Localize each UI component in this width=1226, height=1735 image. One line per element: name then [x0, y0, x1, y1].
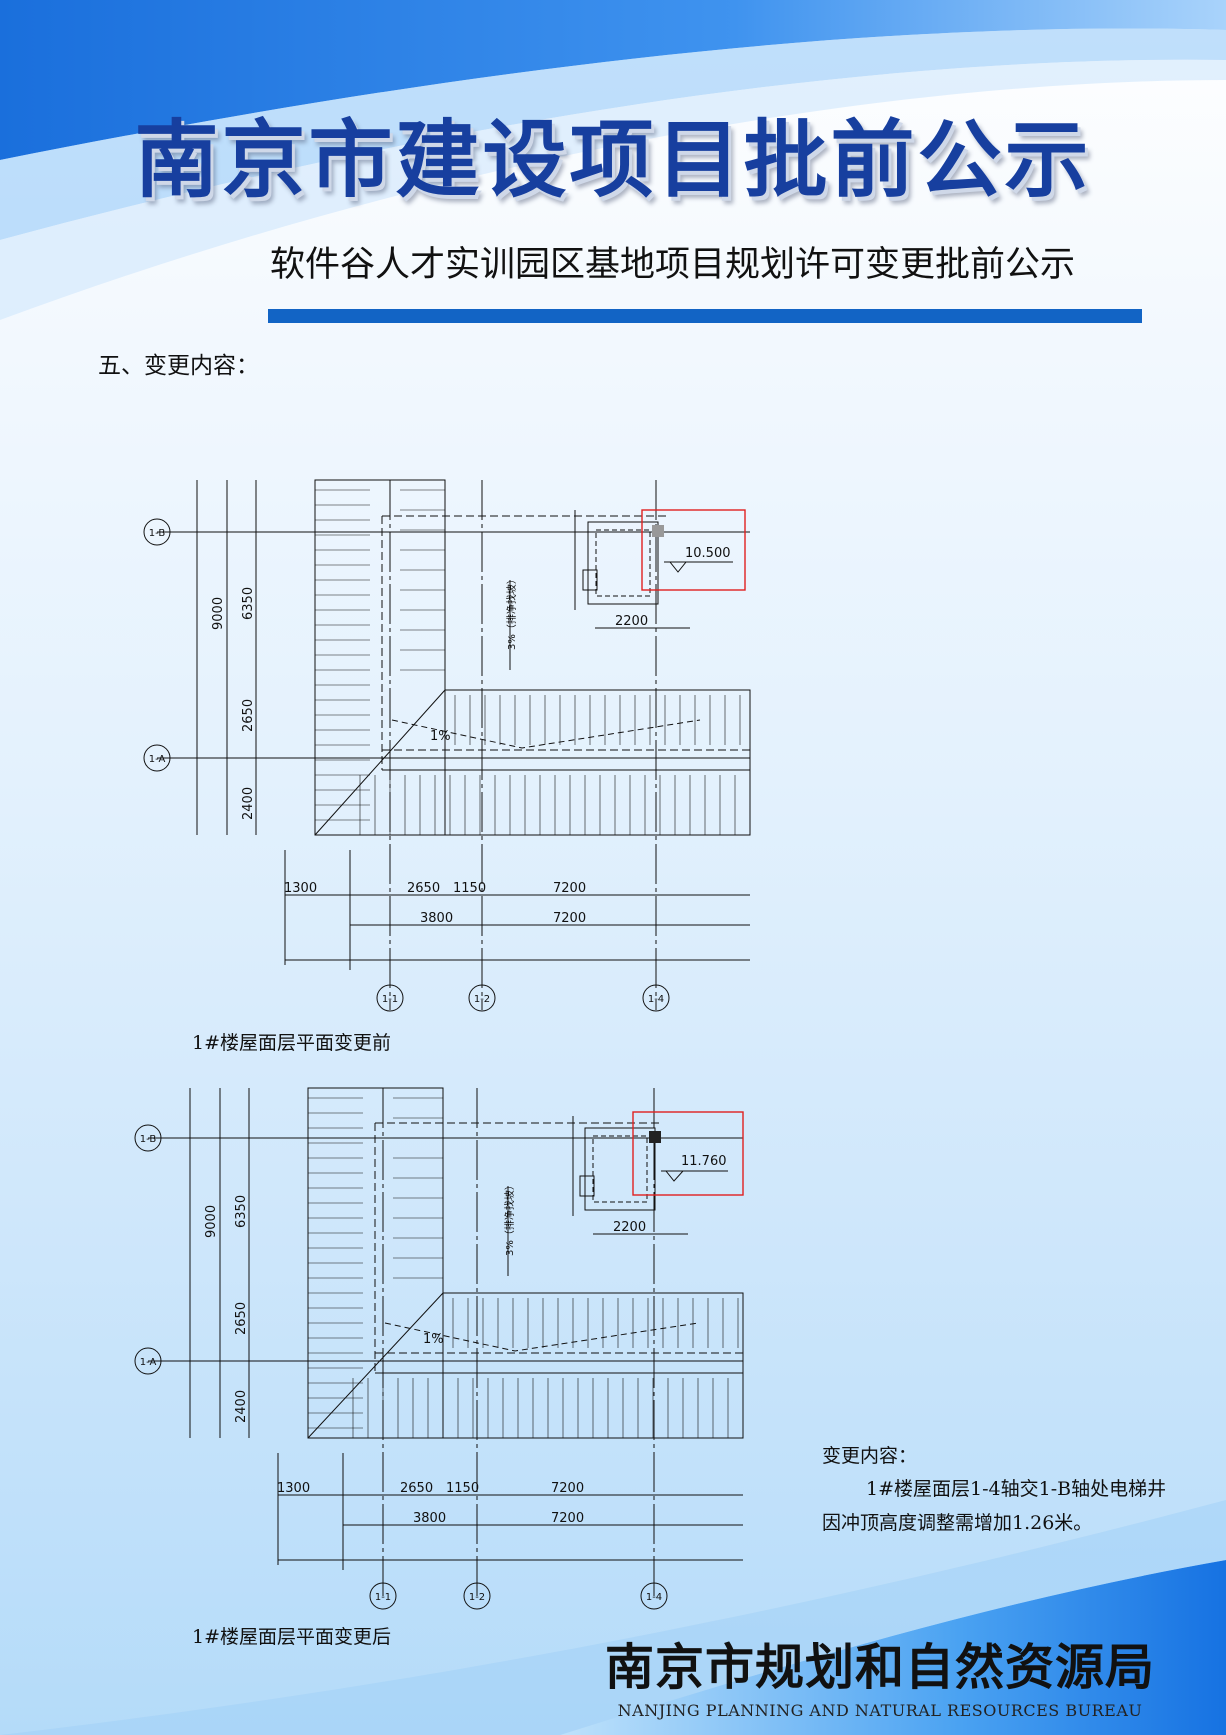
dim-label: 6350 — [234, 1195, 249, 1228]
shaft-marker — [649, 1131, 661, 1143]
dim-label: 9000 — [204, 1205, 219, 1238]
plan-before-caption: 1#楼屋面层平面变更前 — [192, 1032, 392, 1054]
axis-label: 1-4 — [648, 994, 664, 1005]
section-heading: 五、变更内容： — [98, 353, 259, 379]
slope-label: 3%（排净找坡） — [505, 574, 518, 650]
bureau-name: 南京市规划和自然资源局 — [604, 1638, 1155, 1696]
dim-label: 7200 — [551, 1511, 584, 1526]
plan-after-caption: 1#楼屋面层平面变更后 — [192, 1626, 392, 1648]
dim-label: 3800 — [413, 1511, 446, 1526]
axis-bubble-1-4 — [640, 1582, 668, 1610]
axis-bubble-1a — [143, 744, 171, 772]
dim-label: 2650 — [234, 1302, 249, 1335]
change-heading: 变更内容： — [822, 1445, 918, 1467]
elevation-before-value: 10.500 — [685, 546, 731, 561]
dim-label: 1150 — [446, 1481, 479, 1496]
title-underline-bar — [268, 309, 1142, 323]
axis-bubble-1b — [134, 1124, 162, 1152]
axis-bubble-1-2 — [463, 1582, 491, 1610]
dim-label: 1300 — [284, 881, 317, 896]
axis-label: 1-B — [149, 528, 166, 539]
dim-label: 2650 — [241, 699, 256, 732]
dim-label: 7200 — [551, 1481, 584, 1496]
elevation-highlight-box — [641, 509, 746, 591]
dim-label: 2400 — [241, 787, 256, 820]
elevation-highlight-box — [632, 1111, 744, 1196]
axis-label: 1-1 — [375, 1592, 391, 1603]
dim-label: 7200 — [553, 911, 586, 926]
axis-label: 1-1 — [382, 994, 398, 1005]
axis-label: 1-A — [140, 1357, 157, 1368]
page-subtitle: 软件谷人才实训园区基地项目规划许可变更批前公示 — [270, 245, 1076, 285]
bureau-name-english: NANJING PLANNING AND NATURAL RESOURCES B… — [617, 1701, 1143, 1720]
axis-label: 1-2 — [469, 1592, 485, 1603]
dim-label: 1150 — [453, 881, 486, 896]
dim-label: 2650 — [400, 1481, 433, 1496]
axis-label: 1-4 — [646, 1592, 662, 1603]
dim-label: 7200 — [553, 881, 586, 896]
elevation-after-value: 11.760 — [681, 1154, 727, 1169]
dim-label: 2400 — [234, 1390, 249, 1423]
dim-label: 3800 — [420, 911, 453, 926]
roof-plan-before-drawing: 1-B 1-A 1-1 1-2 1-4 9000 6350 2650 2400 … — [143, 479, 751, 1012]
page-title: 南京市建设项目批前公示 — [134, 110, 1092, 209]
axis-bubble-1-4 — [642, 984, 670, 1012]
change-description: 1#楼屋面层1-4轴交1-B轴处电梯井因冲顶高度调整需增加1.26米。 — [822, 1478, 1167, 1534]
axis-label: 1-B — [140, 1134, 157, 1145]
axis-bubble-1-2 — [468, 984, 496, 1012]
axis-label: 1-2 — [474, 994, 490, 1005]
dim-label: 2200 — [615, 614, 648, 629]
axis-bubble-1-1 — [376, 984, 404, 1012]
axis-bubble-1a — [134, 1347, 162, 1375]
roof-plan-after-drawing: 1-B 1-A 1-1 1-2 1-4 9000 6350 2650 2400 … — [134, 1087, 744, 1610]
dim-label: 1300 — [277, 1481, 310, 1496]
dim-label: 6350 — [241, 587, 256, 620]
shaft-marker — [652, 525, 664, 537]
dim-label: 2650 — [407, 881, 440, 896]
dim-label: 2200 — [613, 1220, 646, 1235]
axis-label: 1-A — [149, 754, 166, 765]
slope-label: 3%（排净找坡） — [503, 1180, 516, 1256]
slope-label: 1% — [423, 1332, 444, 1347]
dim-label: 9000 — [211, 597, 226, 630]
axis-bubble-1-1 — [369, 1582, 397, 1610]
axis-bubble-1b — [143, 518, 171, 546]
slope-label: 1% — [430, 729, 451, 744]
